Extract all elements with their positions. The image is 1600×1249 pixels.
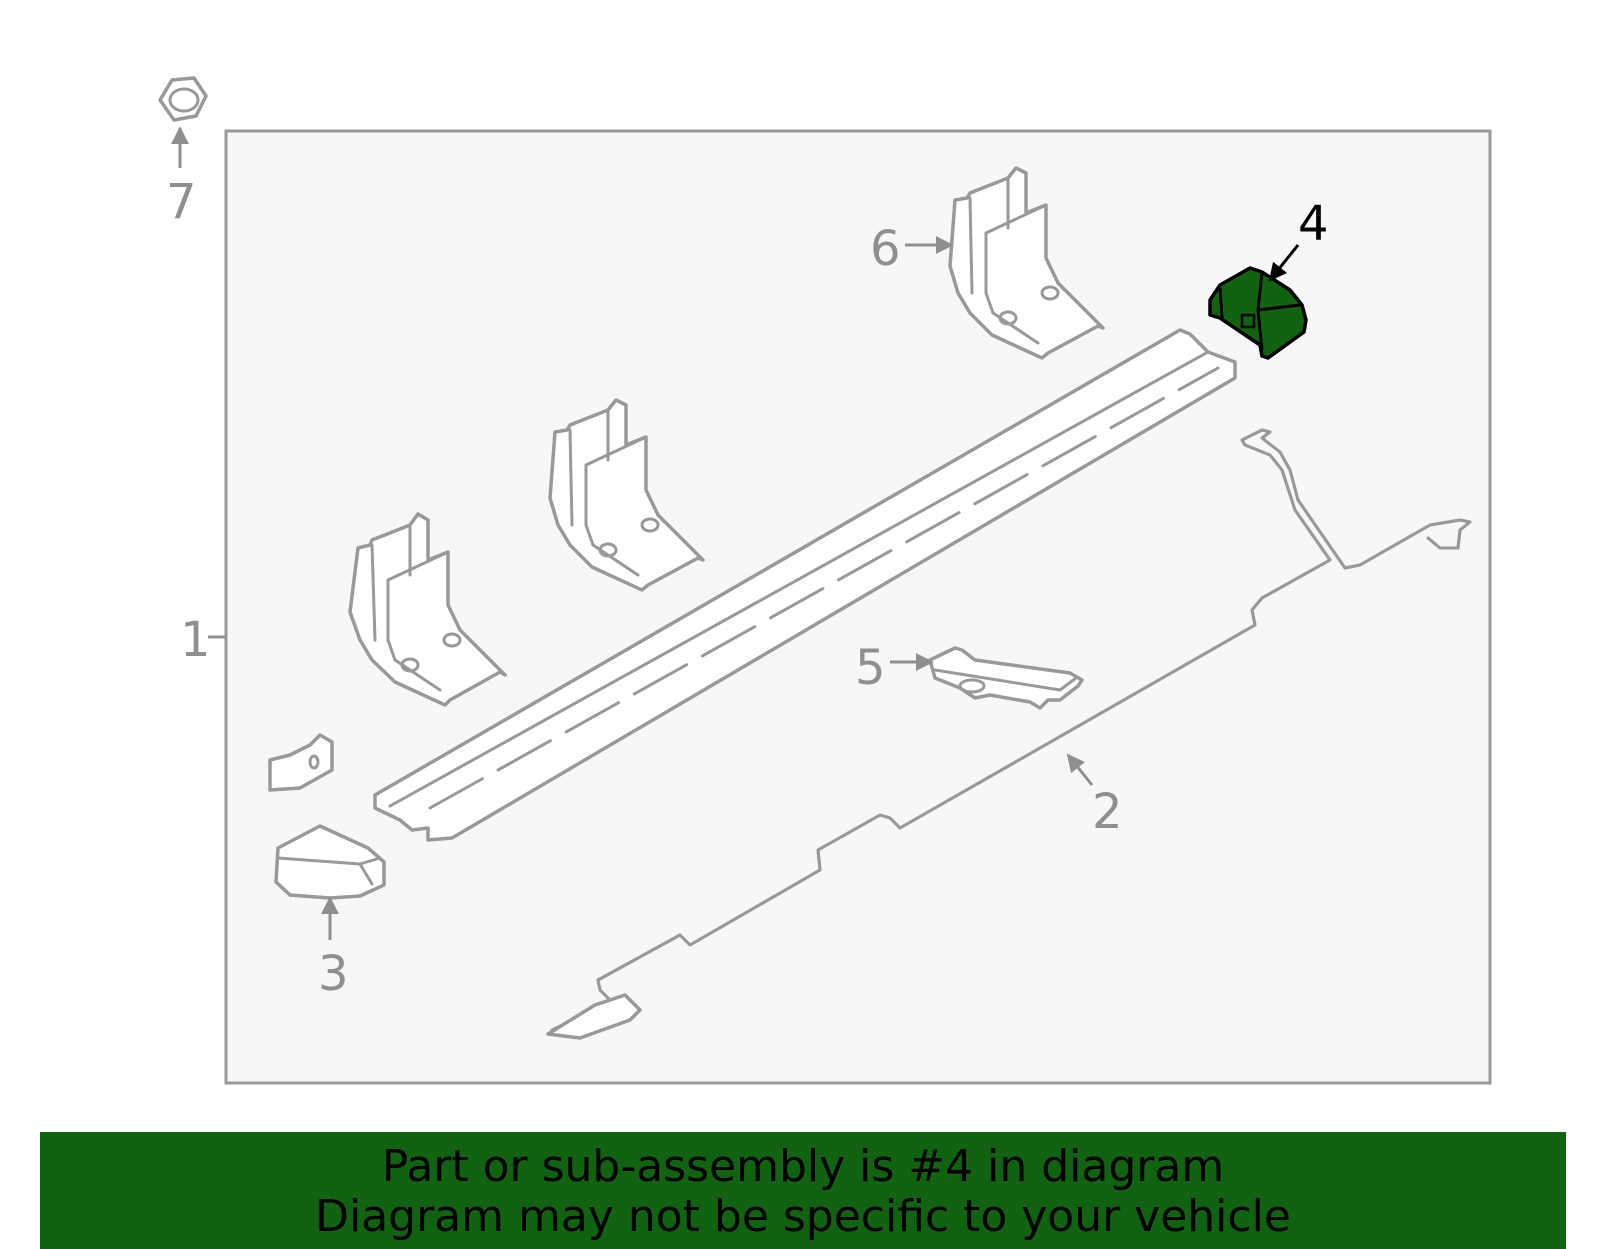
info-banner: Part or sub-assembly is #4 in diagram Di…: [40, 1132, 1566, 1249]
part-7-nut[interactable]: 7: [158, 76, 208, 230]
part-3-end-cap[interactable]: 3: [274, 824, 386, 1002]
banner-line-1: Part or sub-assembly is #4 in diagram: [381, 1141, 1225, 1192]
part-6-bracket[interactable]: 6: [870, 166, 1105, 360]
part-4-end-cap[interactable]: 4: [1208, 196, 1329, 360]
callout-5: 5: [855, 640, 886, 696]
small-bracket[interactable]: [268, 733, 334, 792]
running-board[interactable]: [373, 328, 1237, 842]
callout-1: 1: [180, 612, 211, 668]
parts-diagram: 7 1 6 4: [158, 76, 1492, 1085]
part-5-trim[interactable]: 5: [855, 640, 1084, 710]
part-2-wiring-harness[interactable]: 2: [546, 428, 1472, 1040]
bracket-middle[interactable]: [548, 398, 705, 592]
callout-4: 4: [1298, 196, 1329, 252]
banner-line-2: Diagram may not be specific to your vehi…: [315, 1191, 1291, 1242]
callout-3: 3: [318, 946, 349, 1002]
callout-6: 6: [870, 221, 901, 277]
callout-7: 7: [166, 174, 197, 230]
callout-1-group: 1: [180, 612, 226, 668]
callout-2: 2: [1092, 784, 1123, 840]
bracket-left[interactable]: [348, 512, 507, 707]
